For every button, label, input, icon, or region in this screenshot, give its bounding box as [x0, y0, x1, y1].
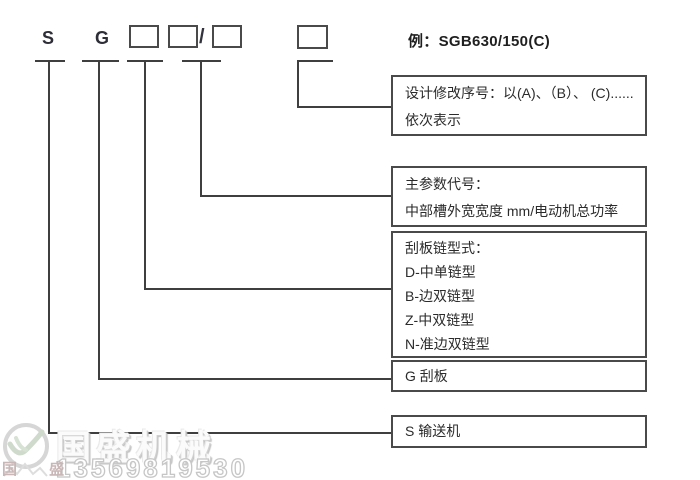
code-box-chain-type	[129, 25, 159, 48]
annotation-line: G 刮板	[405, 368, 448, 384]
annotation-line: S 输送机	[405, 423, 461, 439]
tick-g	[82, 60, 119, 62]
code-letter-s: S	[42, 28, 55, 48]
annotation-box-g-scraper: G 刮板	[391, 360, 647, 392]
code-letter-g: G	[95, 28, 110, 48]
annotation-line: N-准边双链型	[405, 336, 490, 352]
code-slash: /	[199, 26, 205, 48]
annotation-line: 刮板链型式：	[405, 240, 489, 256]
code-box-design-revision	[297, 25, 328, 49]
annotation-box-main-parameter: 主参数代号： 中部槽外宽宽度 mm/电动机总功率	[391, 166, 647, 227]
brand-phone: 13569819530	[55, 452, 249, 480]
drop-line-g	[98, 60, 100, 380]
tick-s	[35, 60, 65, 62]
annotation-box-chain-type: 刮板链型式： D-中单链型 B-边双链型 Z-中双链型 N-准边双链型	[391, 231, 647, 358]
lead-line-s-conveyor	[48, 432, 391, 434]
lead-line-g-scraper	[98, 378, 391, 380]
annotation-box-design-revision: 设计修改序号：以(A)、（B）、 (C)...... 依次表示	[391, 75, 647, 136]
drop-line-main-parameter	[200, 60, 202, 197]
brand-logo-icon	[3, 423, 49, 477]
annotation-line: D-中单链型	[405, 264, 476, 280]
code-box-motor-power	[212, 25, 242, 48]
brand-name: 国盛机械	[56, 429, 217, 468]
annotation-line: B-边双链型	[405, 288, 475, 304]
brand-seal: 国 盛	[2, 461, 79, 478]
annotation-line: 主参数代号：	[405, 176, 489, 192]
annotation-box-s-conveyor: S 输送机	[391, 415, 647, 448]
tick-design-revision	[297, 60, 333, 62]
drop-line-design-revision	[297, 60, 299, 108]
drop-line-chain-type	[144, 60, 146, 290]
example-label: 例：SGB630/150(C)	[408, 33, 551, 50]
annotation-line: 中部槽外宽宽度 mm/电动机总功率	[405, 203, 619, 219]
annotation-line: 依次表示	[405, 112, 461, 128]
lead-line-chain-type	[144, 288, 391, 290]
annotation-line: 设计修改序号：以(A)、（B）、 (C)......	[405, 85, 634, 101]
lead-line-main-parameter	[200, 195, 391, 197]
drop-line-s	[48, 60, 50, 434]
annotation-line: Z-中双链型	[405, 312, 475, 328]
code-box-trough-width	[168, 25, 198, 48]
lead-line-design-revision	[297, 106, 391, 108]
